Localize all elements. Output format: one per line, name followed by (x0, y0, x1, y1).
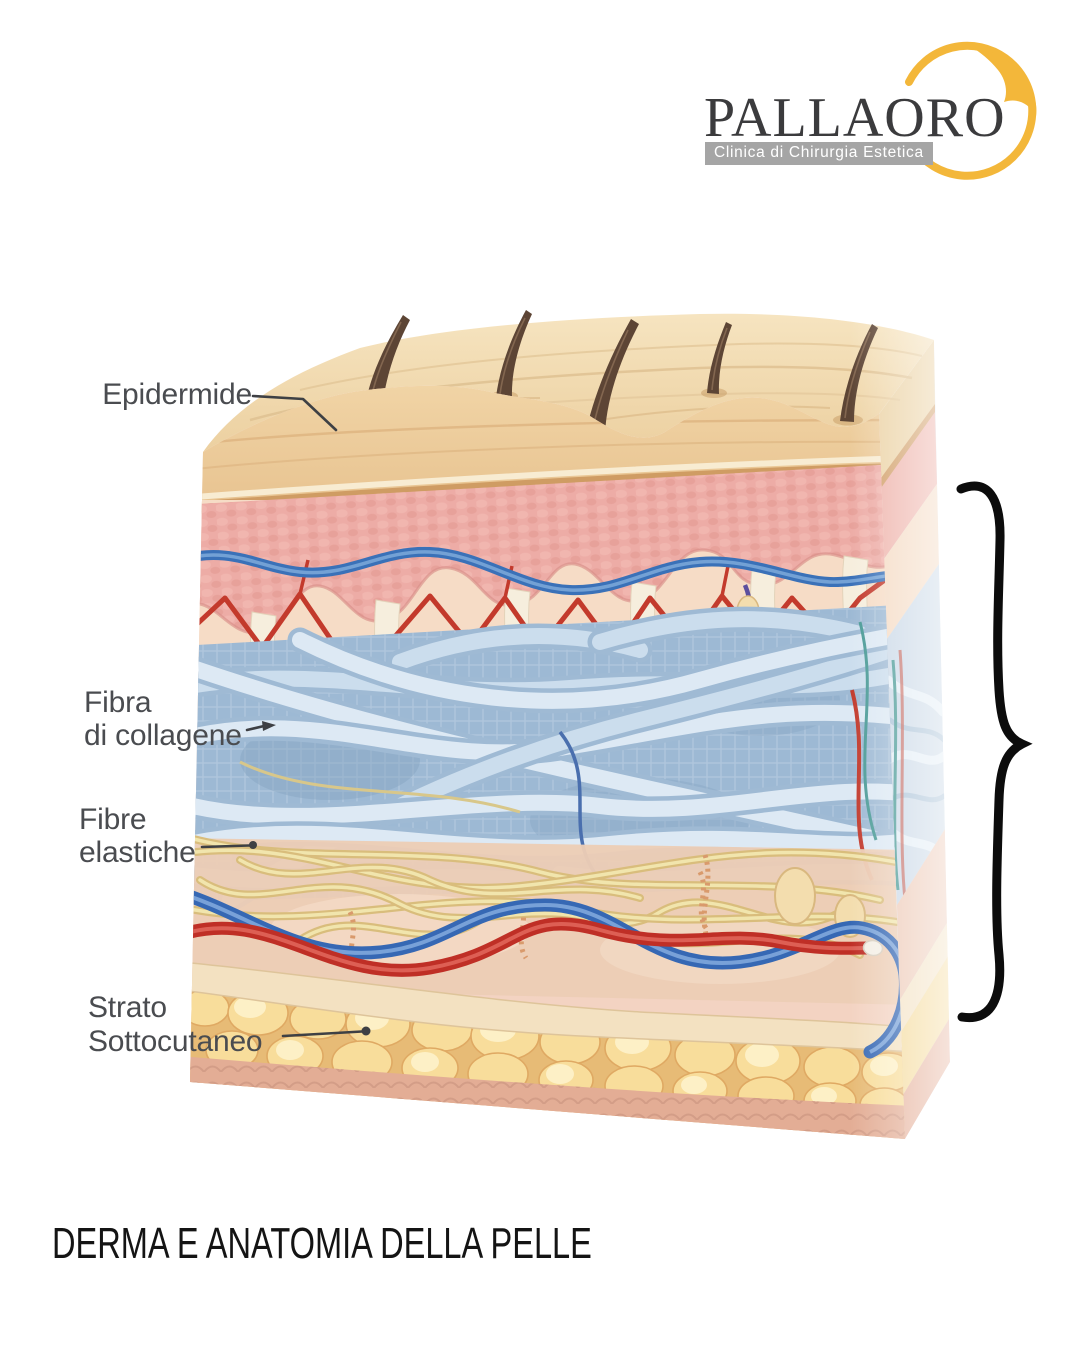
label-strato-line1: Strato (88, 991, 167, 1024)
pointer-fibre-elastiche (200, 844, 251, 849)
logo-tagline: Clinica di Chirurgia Estetica (705, 142, 933, 165)
pointer-epidermide (251, 394, 338, 432)
pointer-fibra-collagene (245, 724, 266, 732)
label-strato-line2: Sottocutaneo (88, 1025, 263, 1058)
membrane-band (190, 961, 905, 1053)
papillary-dermis-layer (190, 463, 905, 635)
label-strato-sottocutaneo: Strato Sottocutaneo (88, 991, 263, 1059)
follicle-bulb (774, 867, 816, 925)
block-front-face (190, 385, 905, 1140)
label-fibra-collagene: Fibra di collagene (84, 686, 242, 752)
collagen-fibers-layer (190, 604, 905, 902)
label-fibra-line1: Fibra (84, 686, 152, 719)
label-epidermide: Epidermide (40, 378, 252, 411)
logo: PALLAORO Clinica di Chirurgia Estetica (690, 36, 1060, 186)
logo-crescent-icon (905, 41, 1037, 180)
dermis-brace (956, 481, 1033, 1023)
label-fibre-line2: elastiche (79, 836, 196, 869)
label-fibre-line1: Fibre (79, 803, 147, 836)
label-fibre-elastiche: Fibre elastiche (79, 803, 196, 869)
logo-name: PALLAORO (704, 87, 1006, 149)
label-epidermide-text: Epidermide (102, 378, 252, 411)
page-title: DERMA E ANATOMIA DELLA PELLE (52, 1219, 592, 1268)
pointer-lines (200, 394, 371, 1038)
pointer-strato-sottocutaneo (281, 1030, 364, 1038)
edge-fade (850, 280, 1025, 1180)
label-fibra-line2: di collagene (84, 719, 242, 752)
